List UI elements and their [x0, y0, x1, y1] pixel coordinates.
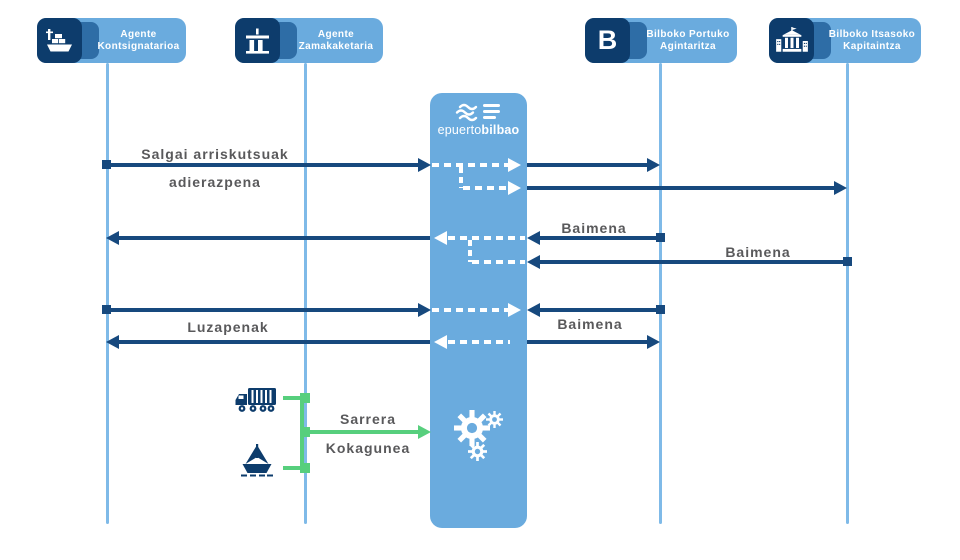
internal-dashed-line: [448, 340, 510, 344]
message-label: Salgai arriskutsuak: [141, 146, 289, 162]
message-source-square: [656, 233, 665, 242]
arrow-head: [418, 303, 431, 317]
message-source-square: [102, 160, 111, 169]
actor-label-line2: Kontsignatarioa: [97, 40, 180, 52]
internal-dashed-arrow-head: [508, 158, 521, 172]
arrow-head: [418, 425, 431, 439]
arrow-head: [647, 158, 660, 172]
arrow-line: [540, 236, 656, 240]
arrow-line: [119, 236, 430, 240]
green-connector-line: [283, 466, 303, 470]
internal-dashed-arrow-head: [508, 181, 521, 195]
message-label: Baimena: [725, 244, 791, 260]
internal-dashed-arrow-head: [434, 231, 447, 245]
message-label: adierazpena: [169, 174, 261, 190]
arrow-line: [111, 163, 418, 167]
internal-dashed-line: [448, 236, 525, 240]
cargo-ship-crane-icon: [37, 18, 82, 63]
arrow-line: [527, 186, 834, 190]
stevedore-warehouse-icon: [235, 18, 280, 63]
waves-and-lines-logo: [455, 103, 500, 122]
lifeline-agente-kontsignatarioa: [106, 63, 109, 524]
actor-label-line1: Bilboko Itsasoko: [828, 28, 916, 40]
actor-bilboko-portuko-agintaritza: B Bilboko Portuko Agintaritza: [585, 18, 737, 63]
arrow-head: [834, 181, 847, 195]
arrow-line: [119, 340, 430, 344]
arrow-head: [106, 231, 119, 245]
green-junction-square: [300, 427, 310, 437]
actor-label-line2: Kapitaintza: [843, 40, 901, 52]
message-source-square: [843, 257, 852, 266]
actor-agente-zamakaketaria: Agente Zamakaketaria: [235, 18, 383, 63]
system-name-bold: bilbao: [481, 123, 520, 137]
actor-label: Agente Zamakaketaria: [293, 18, 379, 63]
arrow-head: [527, 303, 540, 317]
arrow-head: [527, 231, 540, 245]
harbor-master-building-icon: [769, 18, 814, 63]
message-source-square: [656, 305, 665, 314]
arrow-line: [540, 260, 843, 264]
message-source-square: [102, 305, 111, 314]
internal-dashed-branch: [468, 240, 472, 262]
message-label: Kokagunea: [325, 440, 411, 456]
arrow-line: [540, 308, 656, 312]
system-name: epuertobilbao: [438, 123, 520, 137]
actor-label-line2: Agintaritza: [659, 40, 717, 52]
green-junction-square: [300, 463, 310, 473]
actor-bilboko-itsasoko-kapitaintza: Bilboko Itsasoko Kapitaintza: [769, 18, 921, 63]
message-label: Baimena: [561, 220, 627, 236]
green-connector-line: [283, 396, 303, 400]
truck-icon: [235, 388, 276, 412]
internal-dashed-branch: [459, 167, 463, 188]
gears-icon: [454, 410, 490, 446]
arrow-line: [111, 308, 418, 312]
message-label: Baimena: [557, 316, 623, 332]
actor-label: Agente Kontsignatarioa: [95, 18, 182, 63]
internal-dashed-arrow-head: [434, 335, 447, 349]
actor-label-line1: Bilboko Portuko: [646, 28, 730, 40]
actor-label-line1: Agente: [120, 28, 157, 40]
arrow-head: [106, 335, 119, 349]
gear-small-icon: [468, 442, 487, 461]
actor-label-line1: Agente: [317, 28, 355, 40]
message-label: Sarrera: [339, 411, 397, 427]
green-junction-square: [300, 393, 310, 403]
message-label: Luzapenak: [187, 319, 269, 335]
internal-dashed-line: [432, 308, 508, 312]
b-monogram: B: [597, 25, 618, 55]
actor-label: Bilboko Itsasoko Kapitaintza: [827, 18, 917, 63]
port-authority-b-logo-icon: B: [585, 18, 630, 63]
gear-small-icon: [486, 411, 503, 428]
arrow-line: [527, 340, 647, 344]
arrow-head: [418, 158, 431, 172]
actor-agente-kontsignatarioa: Agente Kontsignatarioa: [37, 18, 186, 63]
ship-icon: [241, 444, 273, 477]
system-name-light: epuerto: [437, 123, 482, 137]
internal-dashed-line: [463, 186, 508, 190]
lifeline-bilboko-portuko-agintaritza: [659, 63, 662, 524]
internal-dashed-line: [472, 260, 525, 264]
arrow-line: [527, 163, 647, 167]
arrow-head: [647, 335, 660, 349]
actor-label: Bilboko Portuko Agintaritza: [643, 18, 733, 63]
internal-dashed-line: [432, 163, 508, 167]
arrow-line: [304, 430, 418, 434]
lifeline-agente-zamakaketaria: [304, 63, 307, 524]
internal-dashed-arrow-head: [508, 303, 521, 317]
lifeline-bilboko-itsasoko-kapitaintza: [846, 63, 849, 524]
actor-label-line2: Zamakaketaria: [298, 40, 374, 52]
arrow-head: [527, 255, 540, 269]
